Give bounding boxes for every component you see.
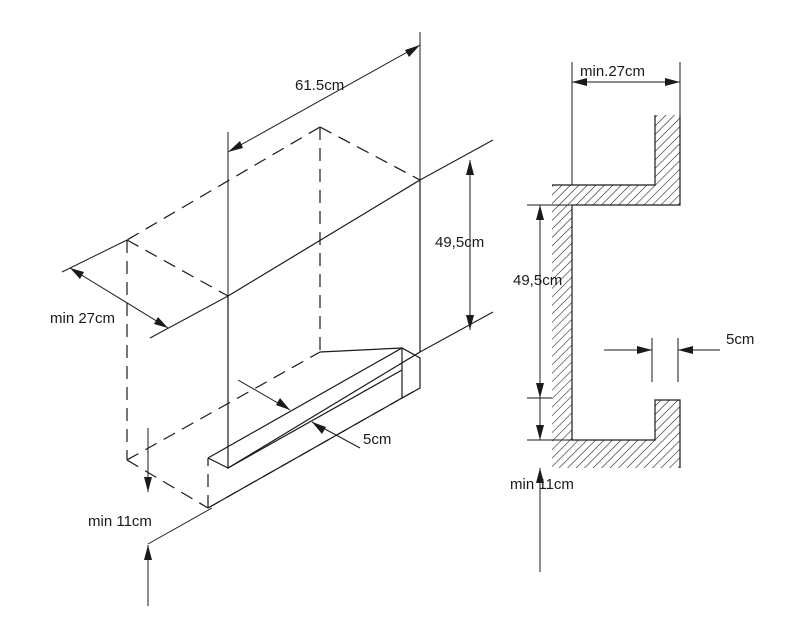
section-height-dimension: 49,5cm [513, 204, 572, 399]
shelf-dimension: 5cm [237, 379, 391, 449]
width-label: 61.5cm [295, 77, 344, 94]
width-dimension: 61.5cm [227, 32, 421, 296]
section-outline [552, 115, 656, 186]
bottom-label: min 11cm [88, 513, 152, 530]
section-depth-dimension: min.27cm [571, 62, 681, 185]
section-view: min.27cm 49,5cm 5cm mi [510, 62, 754, 572]
height-dimension: 49,5cm [419, 139, 494, 353]
box-hidden-edges [126, 126, 421, 509]
upper-hook-hatch [552, 115, 680, 468]
shelf-label: 5cm [363, 431, 391, 448]
section-shelf-dimension: 5cm [604, 331, 754, 382]
isometric-view: 61.5cm 49,5cm min 27cm 5cm [50, 32, 494, 606]
bottom-dimension: min 11cm [88, 428, 213, 606]
depth-dimension: min 27cm [50, 239, 229, 339]
section-height-label: 49,5cm [513, 272, 562, 289]
height-label: 49,5cm [435, 234, 484, 251]
section-depth-label: min.27cm [580, 63, 645, 80]
front-lip [207, 347, 421, 509]
section-shelf-label: 5cm [726, 331, 754, 348]
depth-label: min 27cm [50, 310, 115, 327]
box-front-outline [227, 178, 421, 470]
section-bottom-label: min 11cm [510, 476, 574, 493]
section-bottom-dimension: min 11cm [510, 398, 574, 572]
